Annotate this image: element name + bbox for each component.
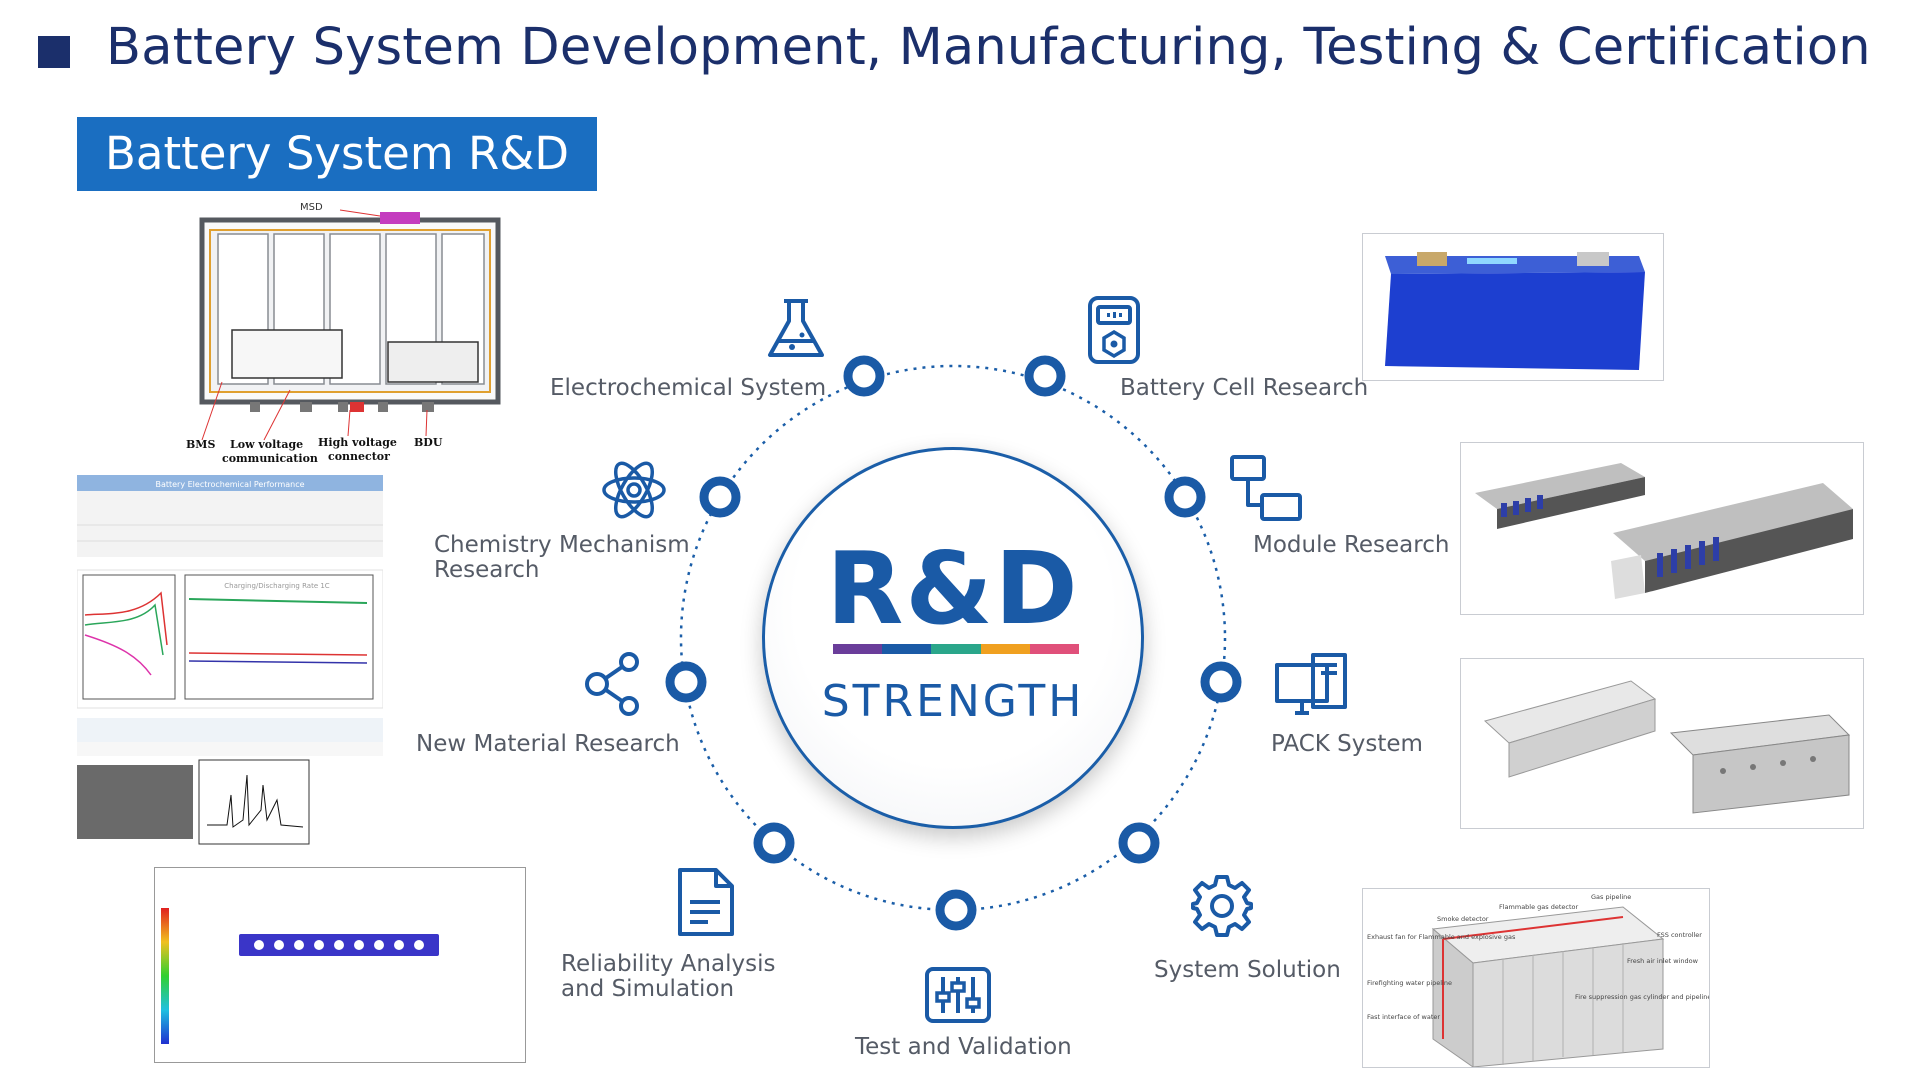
pack-layout-drawing: MSD BMS Low voltage communication High v… — [186, 202, 501, 462]
node-dot-chemistry — [699, 476, 741, 518]
node-label-test: Test and Validation — [855, 1034, 1072, 1060]
simulation-plot — [161, 908, 439, 1044]
performance-figure: Battery Electrochemical Performance Char… — [77, 475, 383, 845]
section-title: Battery System R&D — [105, 127, 569, 180]
section-banner: Battery System R&D — [77, 117, 597, 191]
pack-figure — [1460, 658, 1864, 829]
hv-label-2: connector — [328, 450, 390, 462]
node-label-material: New Material Research — [416, 731, 680, 757]
title-bullet — [38, 36, 70, 68]
battery-cell-icon — [1088, 296, 1140, 364]
msd-label: MSD — [300, 202, 323, 213]
node-dot-test — [935, 889, 977, 931]
fss-fast-interface: Fast interface of water — [1367, 1013, 1440, 1021]
node-dot-module — [1164, 476, 1206, 518]
node-label-reliability-line1: Reliability Analysis — [561, 951, 776, 977]
node-label-system: System Solution — [1154, 957, 1341, 983]
page-title: Battery System Development, Manufacturin… — [106, 18, 1871, 77]
dotted-ring — [679, 364, 1227, 912]
simulation-figure — [154, 867, 526, 1063]
fss-fresh-air: Fresh air inlet window — [1627, 957, 1699, 965]
node-label-pack: PACK System — [1271, 731, 1423, 757]
prismatic-cell-drawing — [1385, 252, 1645, 370]
node-label-chemistry-line1: Chemistry Mechanism — [434, 532, 690, 558]
node-label-electrochemical: Electrochemical System — [550, 375, 827, 401]
module-drawing — [1475, 463, 1853, 599]
lv-label-2: communication — [222, 452, 318, 462]
color-bar-segment — [833, 644, 883, 654]
node-dot-electrochemical — [843, 355, 885, 397]
node-label-reliability-line2: and Simulation — [561, 976, 735, 1002]
fss-figure: Gas pipeline Flammable gas detector Smok… — [1362, 888, 1711, 1068]
document-icon — [678, 868, 734, 936]
node-dot-material — [665, 661, 707, 703]
node-label-reliability: Reliability Analysis and Simulation — [561, 952, 775, 1002]
node-label-cell: Battery Cell Research — [1120, 375, 1369, 401]
rd-strength-disc: R&D STRENGTH — [762, 447, 1144, 829]
node-dot-pack — [1200, 661, 1242, 703]
color-bar-segment — [1029, 644, 1080, 654]
color-bar-segment — [980, 644, 1030, 654]
fss-flammable-detector: Flammable gas detector — [1499, 903, 1579, 911]
gear-icon — [1191, 875, 1253, 937]
sliders-icon — [925, 967, 991, 1023]
pack-enclosure-drawing — [1483, 680, 1851, 814]
node-label-chemistry: Chemistry Mechanism Research — [434, 533, 690, 583]
fss-firefighting-pipeline: Firefighting water pipeline — [1367, 979, 1452, 987]
share-icon — [585, 652, 639, 716]
battery-cell-figure — [1362, 233, 1664, 381]
bms-label: BMS — [186, 438, 215, 451]
flask-icon — [768, 299, 824, 357]
node-label-chemistry-line2: Research — [434, 557, 540, 583]
lv-label-1: Low voltage — [230, 438, 303, 451]
module-figure — [1460, 442, 1864, 615]
fss-controller: FSS controller — [1657, 931, 1702, 939]
hv-label-1: High voltage — [318, 436, 397, 449]
performance-table-title: Battery Electrochemical Performance — [155, 480, 304, 489]
fss-gas-pipeline: Gas pipeline — [1591, 893, 1631, 901]
color-bar — [833, 644, 1080, 654]
fss-fire-suppression: Fire suppression gas cylinder and pipeli… — [1575, 993, 1709, 1001]
strength-text: STRENGTH — [821, 676, 1085, 727]
rd-text: R&D — [826, 530, 1080, 647]
module-icon — [1230, 455, 1302, 521]
fss-smoke-detector: Smoke detector — [1437, 915, 1489, 923]
monitor-icon — [1275, 653, 1347, 715]
color-bar-segment — [931, 644, 981, 654]
fss-drawing: Gas pipeline Flammable gas detector Smok… — [1367, 893, 1711, 1068]
performance-chart-title: Charging/Discharging Rate 1C — [224, 582, 330, 590]
node-dot-system — [1118, 822, 1160, 864]
color-bar-segment — [882, 644, 932, 654]
bdu-label: BDU — [414, 436, 443, 449]
node-label-module: Module Research — [1253, 532, 1450, 558]
node-dot-cell — [1024, 355, 1066, 397]
node-dot-reliability — [753, 822, 795, 864]
atom-icon — [602, 461, 666, 519]
fss-exhaust-fan: Exhaust fan for Flammable and explosive … — [1367, 933, 1516, 941]
